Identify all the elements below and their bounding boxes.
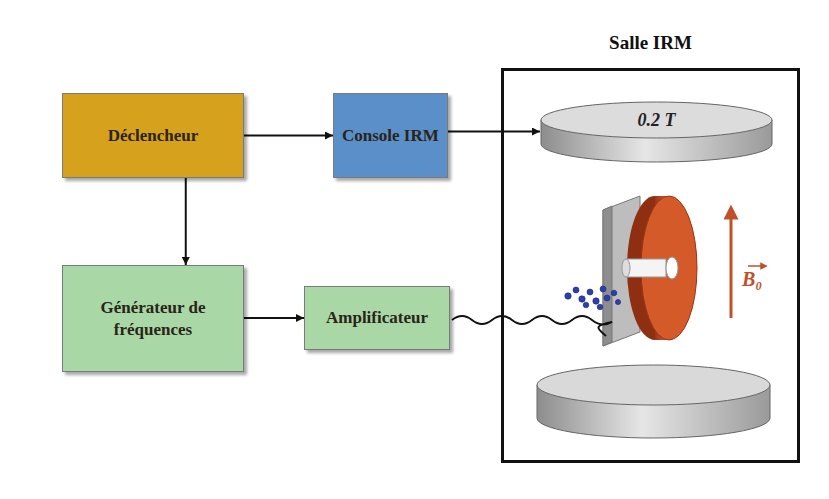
field-label: B₀ bbox=[742, 268, 762, 291]
connector-arrow bbox=[185, 178, 187, 265]
magnet-outline bbox=[540, 100, 773, 163]
node-label: Générateur de fréquences bbox=[93, 297, 213, 340]
particles bbox=[565, 286, 621, 310]
rf-device bbox=[603, 196, 697, 346]
connector-arrow bbox=[244, 135, 333, 137]
room-heading: Salle IRM bbox=[504, 31, 797, 55]
vector-arrow bbox=[748, 265, 764, 267]
node-label: Amplificateur bbox=[326, 307, 428, 328]
rf-cable bbox=[452, 316, 612, 336]
magnet-pole: 0.2 T bbox=[540, 100, 773, 163]
field-arrow bbox=[730, 212, 733, 318]
console-box: Console IRM bbox=[333, 93, 448, 178]
magnet-pole bbox=[537, 365, 770, 438]
connector-arrow bbox=[448, 131, 540, 133]
trigger-box: Déclencheur bbox=[62, 93, 244, 178]
generator-box: Générateur de fréquences bbox=[62, 265, 244, 372]
node-label: 0.2 T bbox=[638, 109, 676, 132]
mri-room: Salle IRM0.2 T bbox=[501, 68, 800, 463]
amplifier-box: Amplificateur bbox=[304, 286, 450, 350]
node-label: Console IRM bbox=[342, 125, 439, 146]
node-label: Déclencheur bbox=[108, 125, 199, 146]
connector-arrow bbox=[244, 317, 304, 319]
